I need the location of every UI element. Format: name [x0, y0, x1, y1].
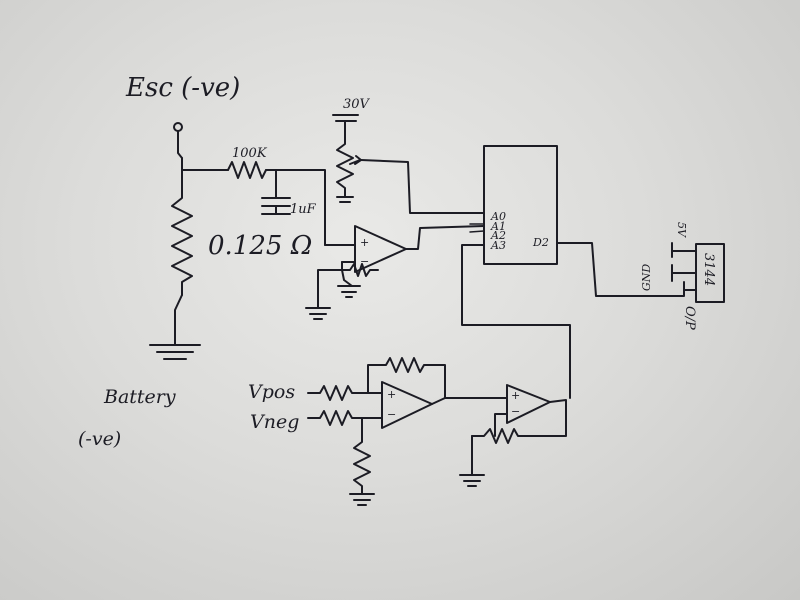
- opamp3-inverting-wire: [494, 413, 508, 437]
- opamp3-feedback-resistor: [471, 428, 525, 444]
- sensor-gnd-lead: [671, 264, 697, 282]
- potentiometer-ground: [336, 196, 354, 203]
- arduino-block: [483, 145, 558, 265]
- opamp-3: [506, 384, 551, 424]
- opamp2-feedback-resistor: [367, 357, 446, 399]
- battery-wire: [174, 294, 183, 346]
- vneg-resistor: [307, 410, 383, 426]
- wire-opamp1-out: [405, 225, 485, 250]
- vpos-label: Vpos: [248, 381, 295, 403]
- shunt-resistor: [171, 177, 193, 296]
- wire-d2-to-sensor: [556, 242, 685, 297]
- battery-ground-symbol: [149, 344, 201, 360]
- sensor-5v-label: 5V: [675, 222, 688, 238]
- sensor-5v-lead: [671, 242, 697, 258]
- sensor-gnd-label: GND: [640, 264, 653, 291]
- opamp1-feedback-resistor: [341, 261, 379, 277]
- wire-wiper-to-a0: [360, 159, 485, 214]
- resistor-100k: [227, 161, 267, 179]
- svg-text:−: −: [360, 255, 369, 268]
- sensor-op-label: O/P: [682, 306, 697, 330]
- wire-opamp3-out: [523, 399, 567, 437]
- pin-a3-label: A3: [490, 239, 506, 252]
- svg-text:−: −: [511, 405, 520, 418]
- wire-a3-loop: [461, 244, 571, 399]
- opamp3-ground-symbol: [459, 474, 485, 487]
- wire-filter-node: [265, 169, 326, 246]
- wire-a2: [469, 230, 485, 233]
- pin-d2-label: D2: [532, 236, 549, 249]
- svg-text:+: +: [511, 389, 520, 402]
- esc-label: Esc (-ve): [125, 73, 240, 103]
- shunt-label: 0.125 Ω: [208, 231, 312, 261]
- opamp-2: [381, 381, 433, 429]
- pin-a1-label: A1: [490, 220, 506, 233]
- opamp2-ground-symbol: [349, 493, 375, 506]
- svg-text:−: −: [387, 408, 396, 421]
- esc-terminal: [173, 122, 183, 159]
- svg-text:+: +: [387, 388, 396, 401]
- supply-30v-symbol: [332, 114, 359, 139]
- battery-label: Battery: [103, 386, 176, 408]
- capacitor-1uf: [261, 169, 291, 215]
- opamp2-ground-resistor: [353, 417, 371, 495]
- opamp-1: [354, 225, 407, 273]
- sensor-part-label: 3144: [701, 253, 716, 286]
- vpos-resistor: [307, 385, 383, 401]
- opamp1-ground-symbol: [305, 307, 331, 320]
- battery-ve-label: (-ve): [78, 428, 121, 450]
- pin-a0-label: A0: [490, 210, 506, 223]
- capacitor-1uf-label: 1uF: [290, 202, 317, 217]
- supply-30v-label: 30V: [343, 97, 371, 112]
- svg-text:+: +: [360, 236, 369, 249]
- vneg-label: Vneg: [250, 411, 299, 433]
- resistor-100k-label: 100K: [232, 146, 268, 161]
- opamp1-ground-scribble: [337, 269, 361, 298]
- wire-opamp2-out: [431, 397, 508, 405]
- potentiometer-30v: [336, 137, 354, 198]
- wire-opamp1-ground: [317, 269, 343, 309]
- pin-a2-label: A2: [490, 229, 506, 242]
